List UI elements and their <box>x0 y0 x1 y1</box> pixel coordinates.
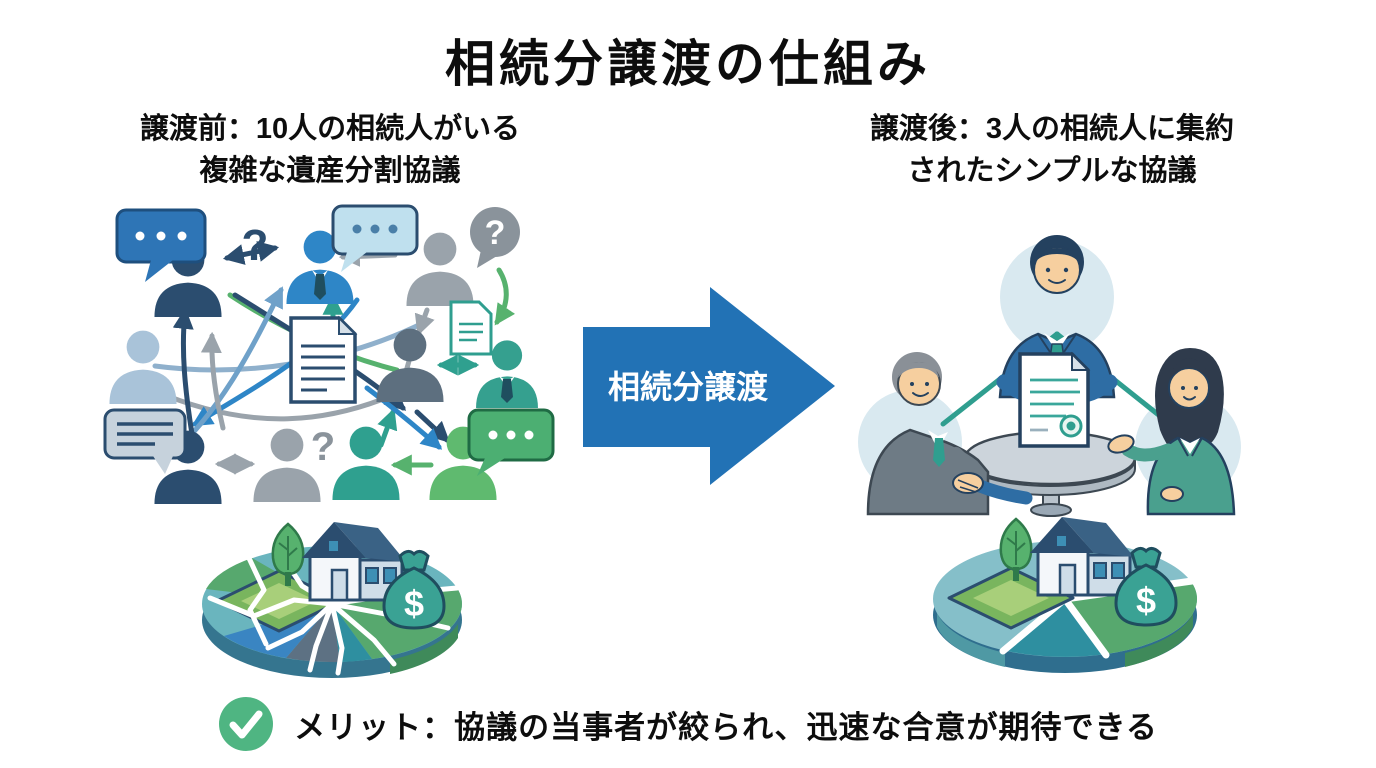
before-heading: 譲渡前：10人の相続人がいる 複雑な遺産分割協議 <box>85 108 575 192</box>
transfer-arrow: 相続分譲渡 <box>583 287 835 485</box>
gesture-hand <box>1107 434 1135 454</box>
heir-left-icon <box>866 352 1033 516</box>
speech-bubble-icon <box>103 408 187 474</box>
necktie <box>312 270 515 403</box>
merit-text: メリット：協議の当事者が絞られ、迅速な合意が期待できる <box>294 709 1158 745</box>
before-network-illustration: ? ? ? <box>103 204 555 504</box>
heir-icon <box>332 426 400 500</box>
check-circle <box>219 697 274 751</box>
before-heading-line1: 譲渡前：10人の相続人がいる <box>139 113 521 145</box>
heir-right-icon <box>1107 348 1236 516</box>
before-heading-line2: 複雑な遺産分割協議 <box>199 155 461 188</box>
after-meeting-illustration <box>858 235 1241 517</box>
speech-bubble-icon <box>331 204 419 272</box>
halo <box>1000 240 1114 354</box>
handshake-icon <box>952 472 984 494</box>
transfer-arrow-shape <box>583 287 835 485</box>
table <box>963 430 1137 517</box>
before-estate-icon <box>202 520 462 678</box>
transfer-arrow-label: 相続分譲渡 <box>608 369 769 405</box>
merit-row: メリット：協議の当事者が絞られ、迅速な合意が期待できる <box>0 696 1376 752</box>
speech-bubble-icon <box>115 208 207 282</box>
check-icon <box>219 697 274 751</box>
question-mark: ? <box>242 221 269 270</box>
page-title: 相続分譲渡の仕組み <box>445 36 931 92</box>
question-bubble-icon: ? <box>470 207 520 268</box>
document-icon <box>449 300 493 356</box>
after-heading: 譲渡後：3人の相続人に集約 されたシンプルな協議 <box>812 108 1292 192</box>
agreement-document-icon <box>1018 351 1091 448</box>
after-estate-icon <box>933 515 1198 673</box>
after-heading-line1: 譲渡後：3人の相続人に集約 <box>869 113 1235 145</box>
speech-bubble-icon <box>467 408 555 476</box>
question-mark: ? <box>485 214 506 252</box>
document-icon <box>289 315 358 404</box>
after-heading-line2: されたシンプルな協議 <box>907 155 1197 188</box>
question-mark: ? <box>311 425 335 469</box>
